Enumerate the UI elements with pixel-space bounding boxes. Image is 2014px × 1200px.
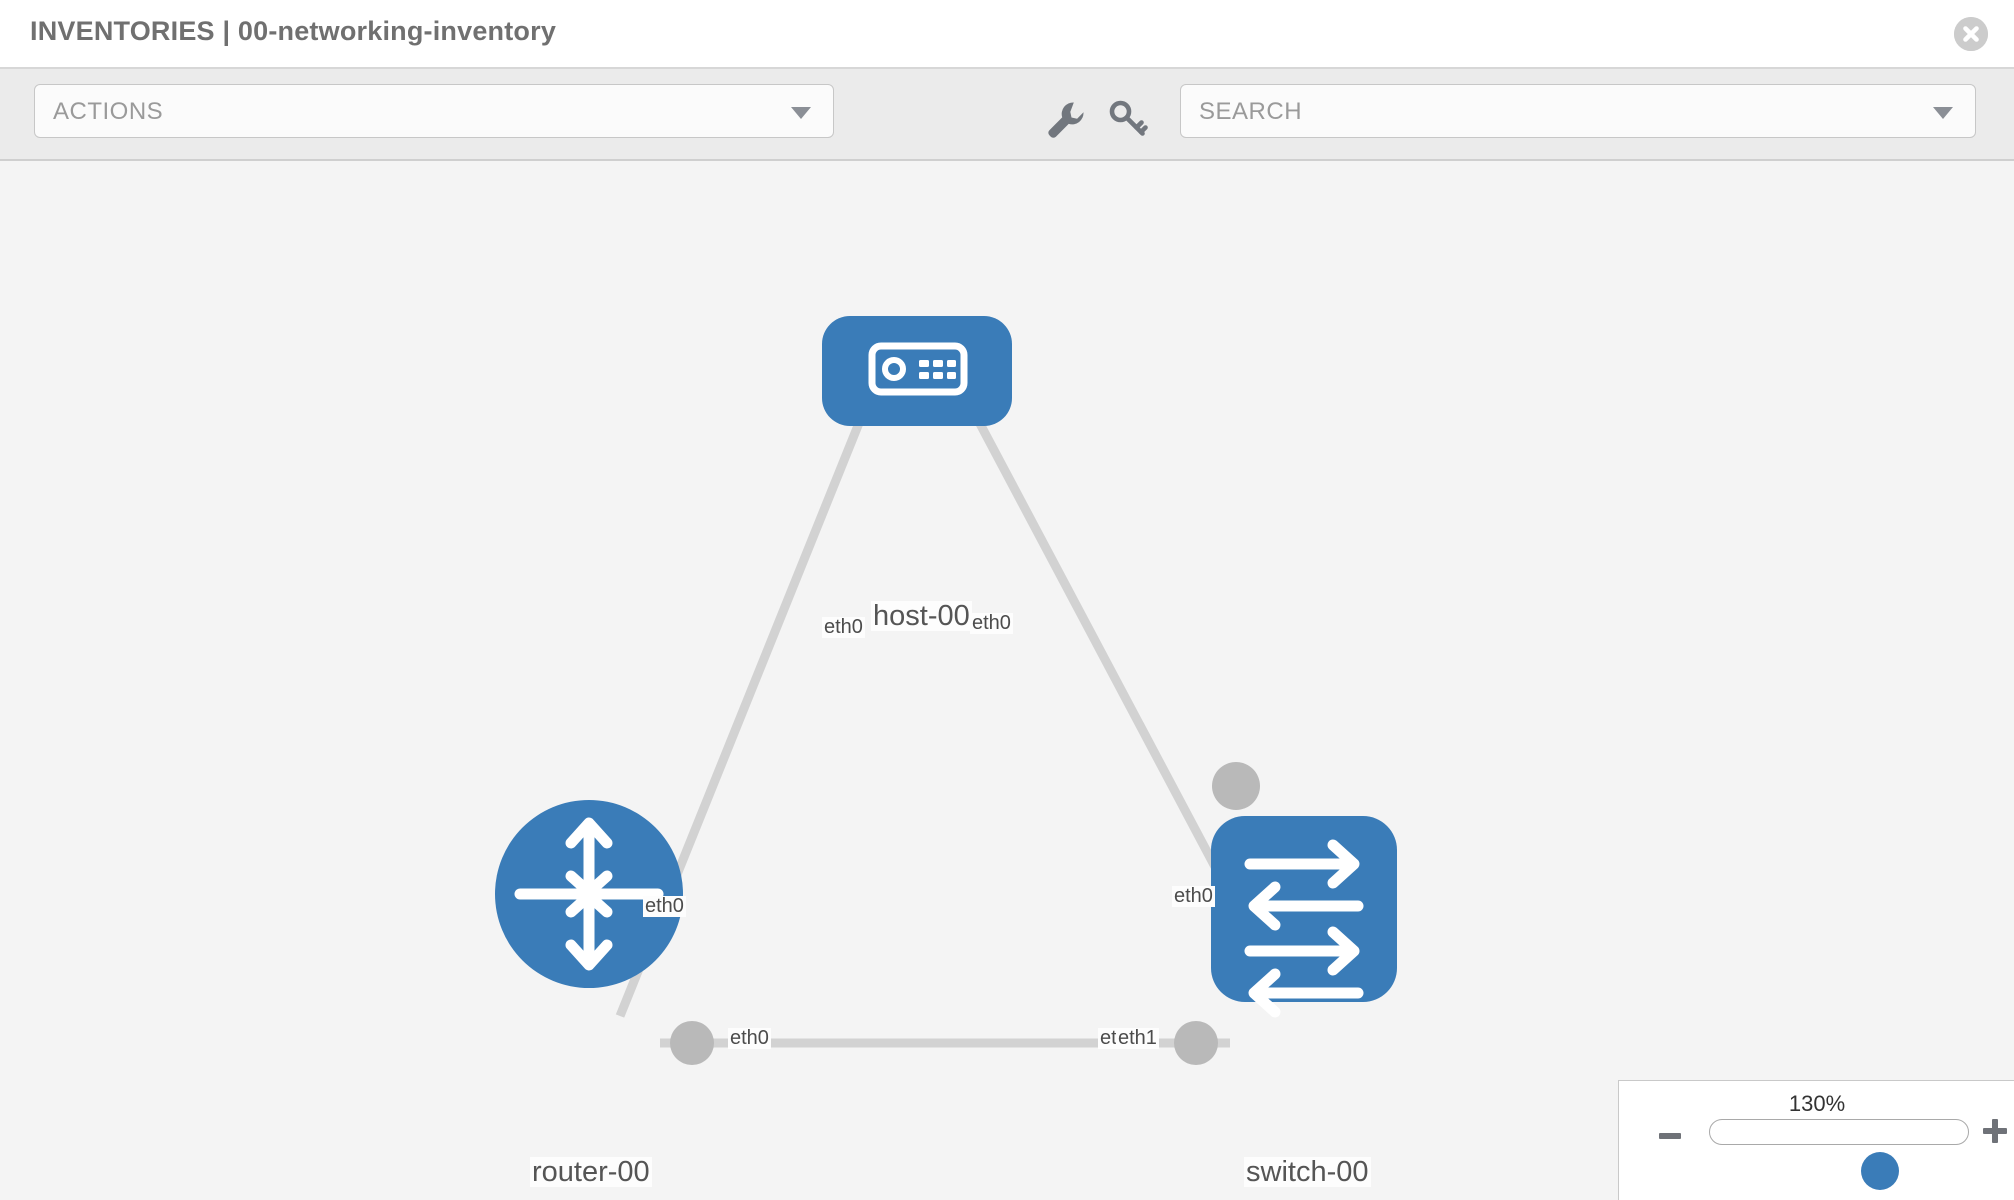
topology-links xyxy=(615,368,1269,1048)
zoom-slider-thumb[interactable] xyxy=(1861,1152,1899,1190)
node-router-00 xyxy=(495,800,683,988)
zoom-control-panel: 130% xyxy=(1618,1080,2014,1200)
node-label-host-00: host-00 xyxy=(871,600,972,632)
actions-dropdown[interactable]: ACTIONS xyxy=(34,84,834,138)
wrench-icon[interactable] xyxy=(1040,96,1086,142)
router-arrows-icon xyxy=(514,817,664,971)
connector-switch00-top xyxy=(1212,762,1260,810)
zoom-slider-track[interactable] xyxy=(1709,1119,1969,1190)
node-label-router-00: router-00 xyxy=(530,1156,652,1188)
chevron-down-icon[interactable] xyxy=(1933,107,1953,119)
node-switch-00 xyxy=(1211,816,1397,1018)
plus-icon[interactable] xyxy=(1983,1119,2007,1143)
search-placeholder: SEARCH xyxy=(1199,98,1303,125)
iface-label-switch00-up: eth0 xyxy=(1172,885,1215,907)
page-header: INVENTORIES | 00-networking-inventory xyxy=(0,0,2014,69)
iface-label-router00-right: eth0 xyxy=(728,1027,771,1049)
actions-dropdown-label: ACTIONS xyxy=(53,98,164,125)
search-input[interactable]: SEARCH xyxy=(1180,84,1976,138)
minus-icon[interactable] xyxy=(1659,1133,1681,1139)
connector-switch00-left xyxy=(1174,1021,1218,1065)
topology-connectors xyxy=(670,351,1260,1065)
iface-label-switch00-left-b: eth1 xyxy=(1116,1027,1159,1049)
server-icon xyxy=(868,342,968,396)
iface-label-host00-right: eth0 xyxy=(970,612,1013,634)
chevron-down-icon xyxy=(791,107,811,119)
node-host-00 xyxy=(822,316,1012,426)
topology-graph xyxy=(495,316,1397,1065)
node-label-switch-00: switch-00 xyxy=(1244,1156,1371,1188)
iface-label-host00-left: eth0 xyxy=(822,616,865,638)
close-icon[interactable] xyxy=(1954,17,1988,51)
page-title: INVENTORIES | 00-networking-inventory xyxy=(30,16,557,46)
topology-canvas[interactable]: host-00 router-00 switch-00 eth0 eth0 et… xyxy=(0,161,2014,1200)
key-icon[interactable] xyxy=(1105,96,1151,142)
connector-router00-right xyxy=(670,1021,714,1065)
iface-label-router00-up: eth0 xyxy=(643,895,686,917)
switch-arrows-icon xyxy=(1244,839,1364,1018)
zoom-level-value: 130% xyxy=(1788,1091,1846,1116)
